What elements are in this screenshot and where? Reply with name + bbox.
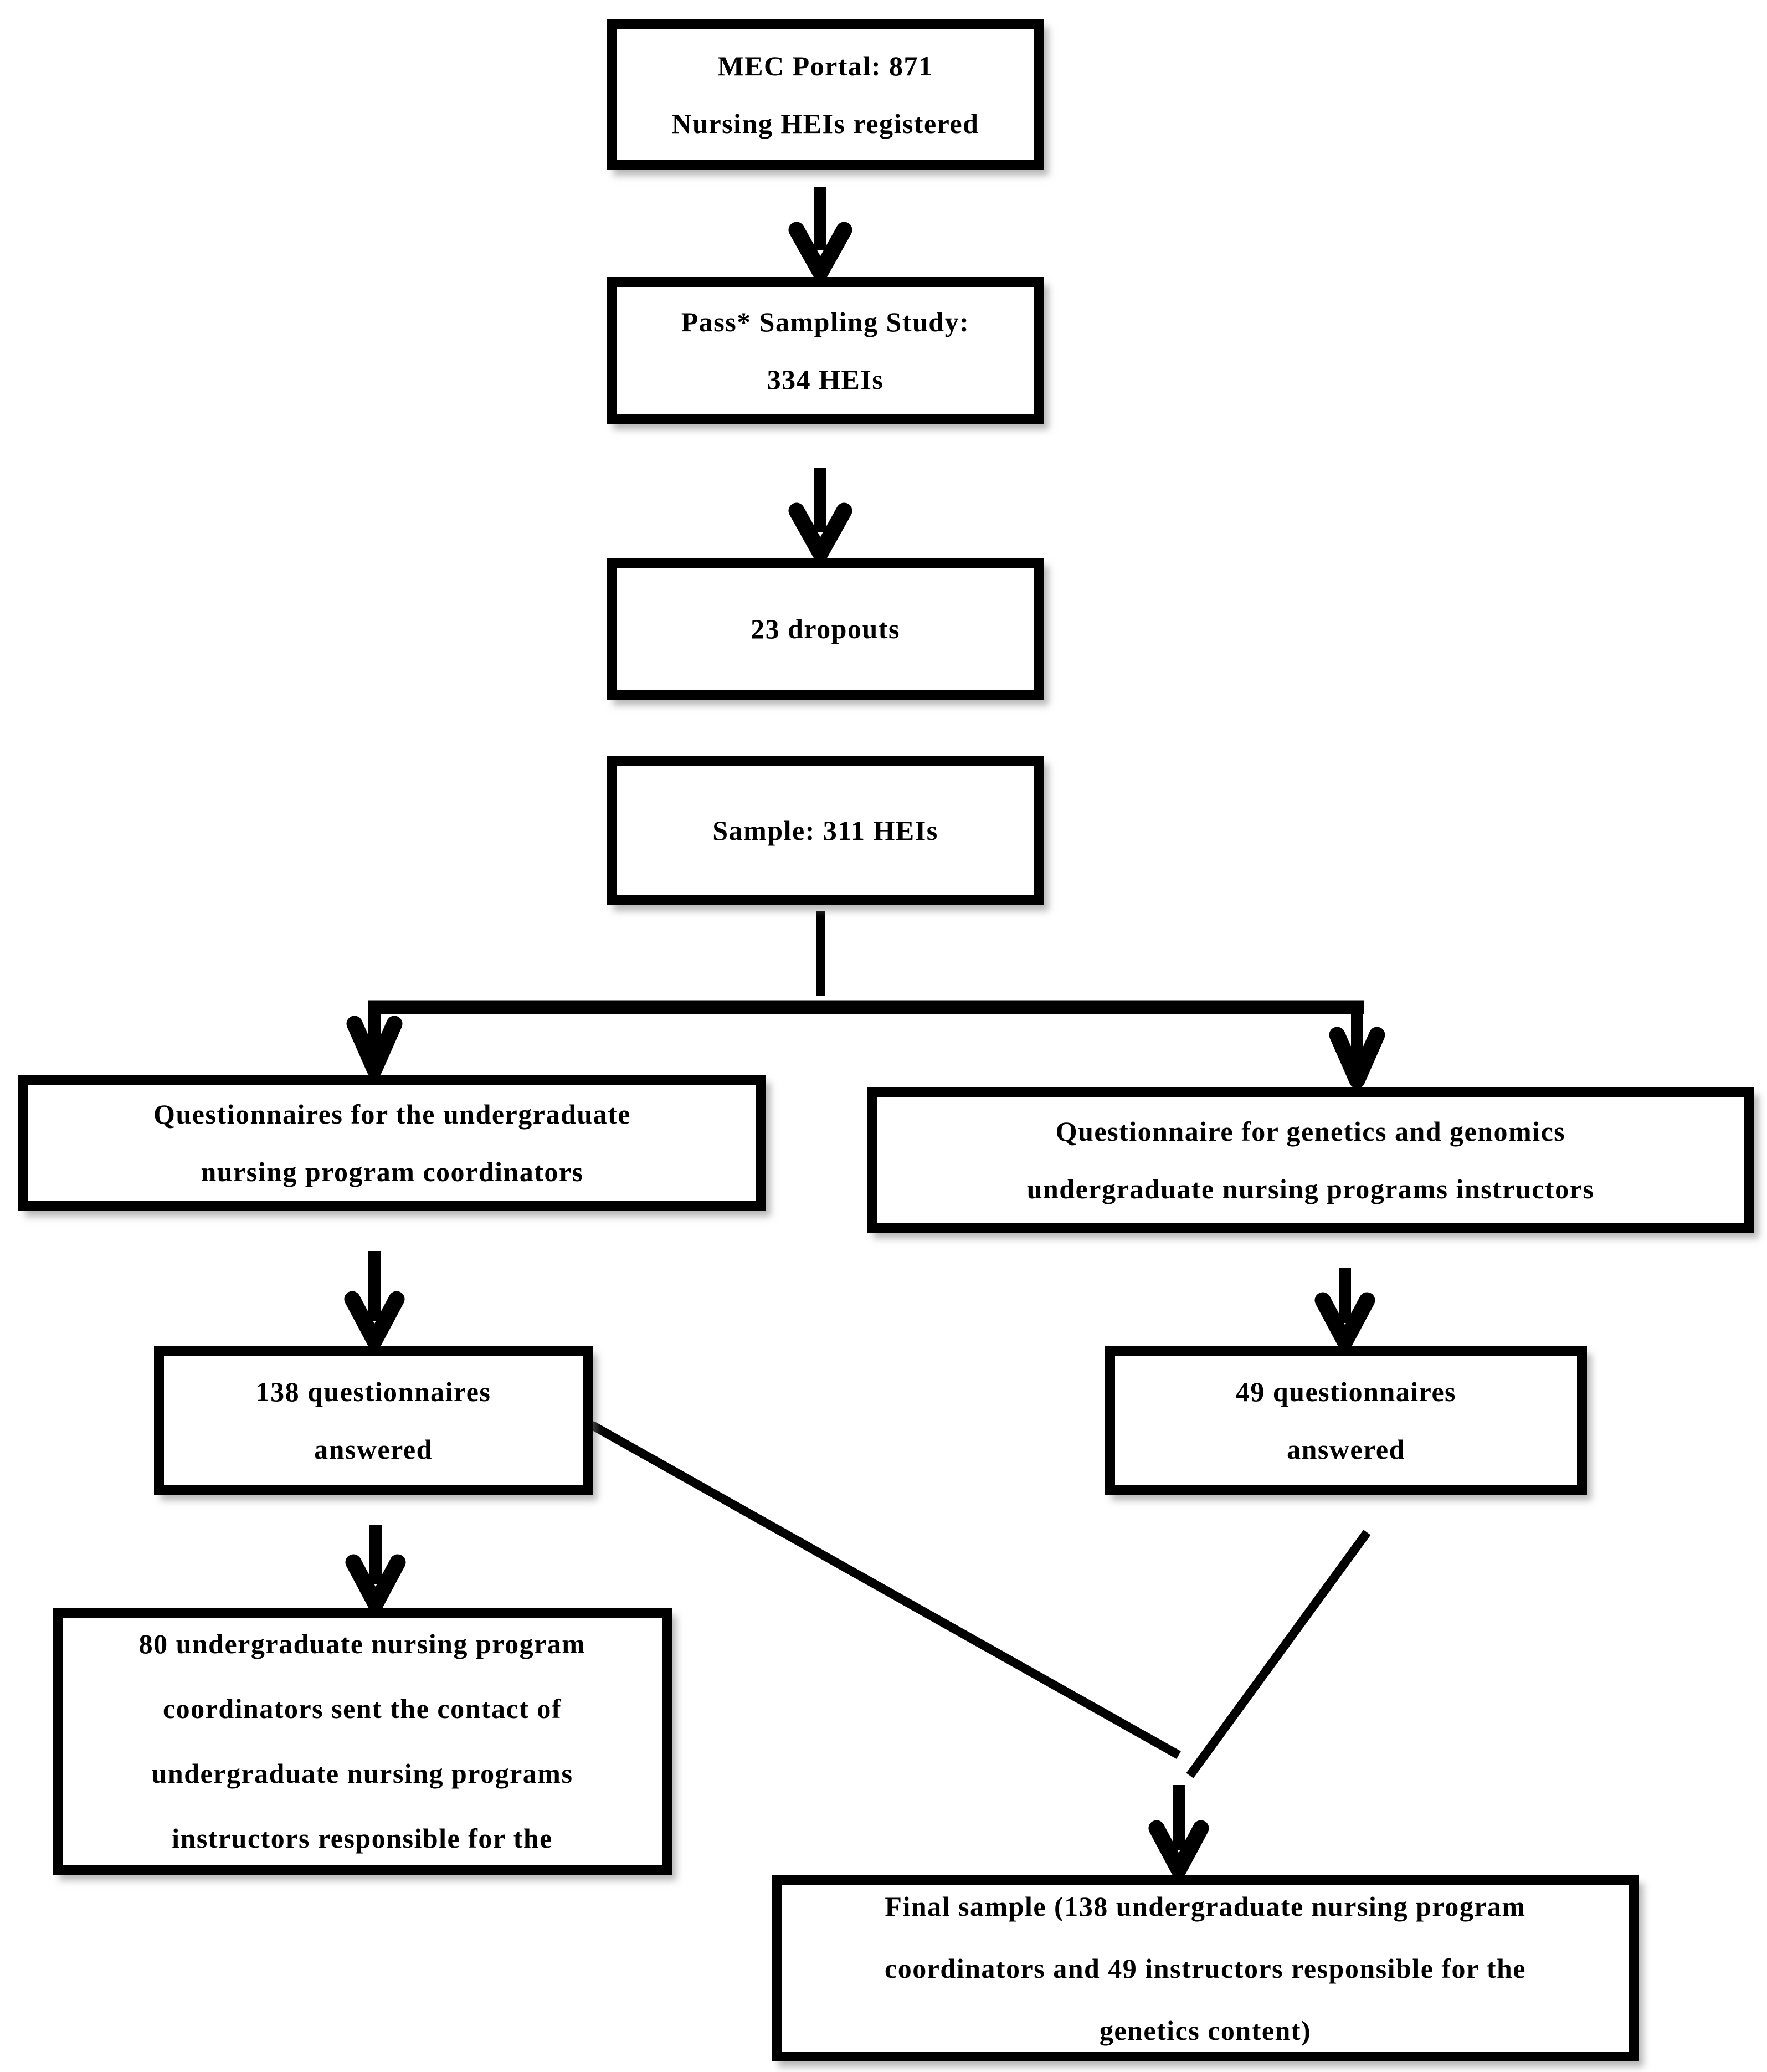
node-dropouts: 23 dropouts — [607, 558, 1044, 700]
arrow-instructors-to-49 — [1314, 1268, 1375, 1350]
text-line: nursing program coordinators — [201, 1156, 584, 1187]
arrow-coordinators-to-138 — [344, 1251, 405, 1349]
arrow-split-to-instructors — [1329, 1007, 1385, 1089]
text-line: coordinators and 49 instructors responsi… — [885, 1953, 1526, 1984]
text-line: 138 questionnaires — [255, 1376, 491, 1407]
text-line: undergraduate nursing programs — [151, 1758, 573, 1789]
node-answered-49: 49 questionnaires answered — [1105, 1346, 1587, 1495]
node-final-sample: Final sample (138 undergraduate nursing … — [772, 1875, 1639, 2061]
text-line: MEC Portal: 871 — [717, 50, 933, 81]
text-line: Questionnaires for the undergraduate — [153, 1099, 631, 1130]
arrow-split-to-coordinators — [346, 1007, 403, 1078]
text-line: 49 questionnaires — [1235, 1376, 1457, 1407]
text-line: undergraduate nursing programs instructo… — [1026, 1173, 1595, 1204]
line-diagonal-from-49 — [1186, 1530, 1371, 1778]
text-line: 80 undergraduate nursing program — [138, 1628, 586, 1659]
text-line: Pass* Sampling Study: — [681, 306, 970, 337]
arrow-to-final-sample — [1148, 1785, 1209, 1878]
node-coordinators-questionnaire: Questionnaires for the undergraduate nur… — [18, 1075, 766, 1211]
text-line: answered — [1287, 1434, 1405, 1465]
node-answered-138: 138 questionnaires answered — [154, 1346, 593, 1495]
node-mec-portal: MEC Portal: 871 Nursing HEIs registered — [607, 19, 1044, 170]
arrow-pass-to-dropouts — [788, 468, 852, 562]
node-sample: Sample: 311 HEIs — [607, 756, 1044, 905]
text-line: Final sample (138 undergraduate nursing … — [885, 1891, 1526, 1922]
text-line: genetics content) — [1099, 2015, 1312, 2046]
text-line: Questionnaire for genetics and genomics — [1055, 1115, 1566, 1147]
node-pass-sampling: Pass* Sampling Study: 334 HEIs — [607, 277, 1044, 424]
arrow-138-to-80 — [345, 1525, 406, 1612]
text-line: instructors responsible for the — [172, 1823, 553, 1854]
arrow-mec-to-pass — [788, 187, 852, 281]
text-line: Nursing HEIs registered — [671, 108, 979, 139]
text-line: coordinators sent the contact of — [162, 1693, 562, 1724]
text-line: 23 dropouts — [751, 613, 900, 644]
line-diagonal-from-138 — [589, 1421, 1181, 1759]
text-line: 334 HEIs — [767, 363, 884, 395]
node-instructors-questionnaire: Questionnaire for genetics and genomics … — [867, 1087, 1754, 1233]
text-line: Sample: 311 HEIs — [712, 815, 938, 846]
node-coordinators-80: 80 undergraduate nursing program coordin… — [53, 1608, 672, 1875]
text-line: answered — [314, 1434, 433, 1465]
